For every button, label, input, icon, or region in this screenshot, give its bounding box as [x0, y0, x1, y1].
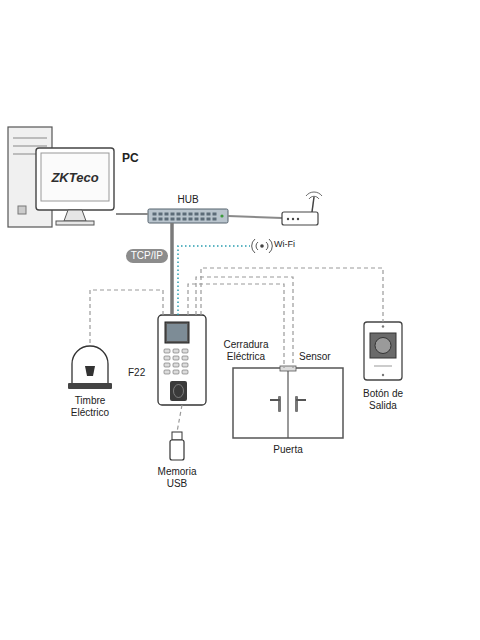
usb-link	[177, 405, 182, 432]
wifi-node: Wi-Fi	[250, 238, 312, 254]
exit-button	[364, 322, 402, 380]
device-label: Puerta	[273, 444, 302, 456]
exit-button-node: Botón de Salida	[364, 322, 402, 380]
device-label: Wi-Fi	[274, 239, 295, 250]
device-label: Timbre Eléctrico	[58, 395, 122, 419]
router	[282, 192, 322, 225]
exit-wire	[201, 268, 383, 322]
bell	[68, 346, 112, 389]
f22-node: F22	[158, 315, 206, 405]
device-label: PC	[122, 151, 139, 165]
wifi-icon	[252, 239, 273, 253]
device-label: Cerradura Eléctrica	[217, 339, 275, 363]
usb-node: Memoria USB	[168, 432, 186, 460]
door-node: Cerradura EléctricaSensorPuerta	[233, 368, 343, 438]
device-label: HUB	[177, 194, 198, 206]
device-label: F22	[128, 367, 145, 379]
device-label: Sensor	[299, 351, 331, 363]
usb-stick	[170, 432, 184, 460]
logo-text: ZKTeco	[51, 170, 98, 185]
device-label: Botón de Salida	[351, 388, 415, 412]
sensor-wire	[196, 277, 293, 368]
door	[233, 366, 343, 438]
signal-wire	[90, 290, 163, 345]
pc-monitor	[36, 148, 114, 225]
wifi-link	[178, 246, 250, 315]
network-cable	[116, 213, 148, 215]
bell-node: Timbre Eléctrico	[68, 345, 112, 389]
hub-node: HUB	[148, 209, 228, 223]
network-cable	[228, 216, 282, 218]
protocol-tag: TCP/IP	[126, 249, 168, 263]
lock-wire	[188, 284, 284, 368]
hub-switch	[148, 209, 228, 223]
f22-terminal	[158, 315, 206, 405]
device-label: Memoria USB	[147, 466, 207, 490]
tcpip-cable	[170, 223, 174, 315]
